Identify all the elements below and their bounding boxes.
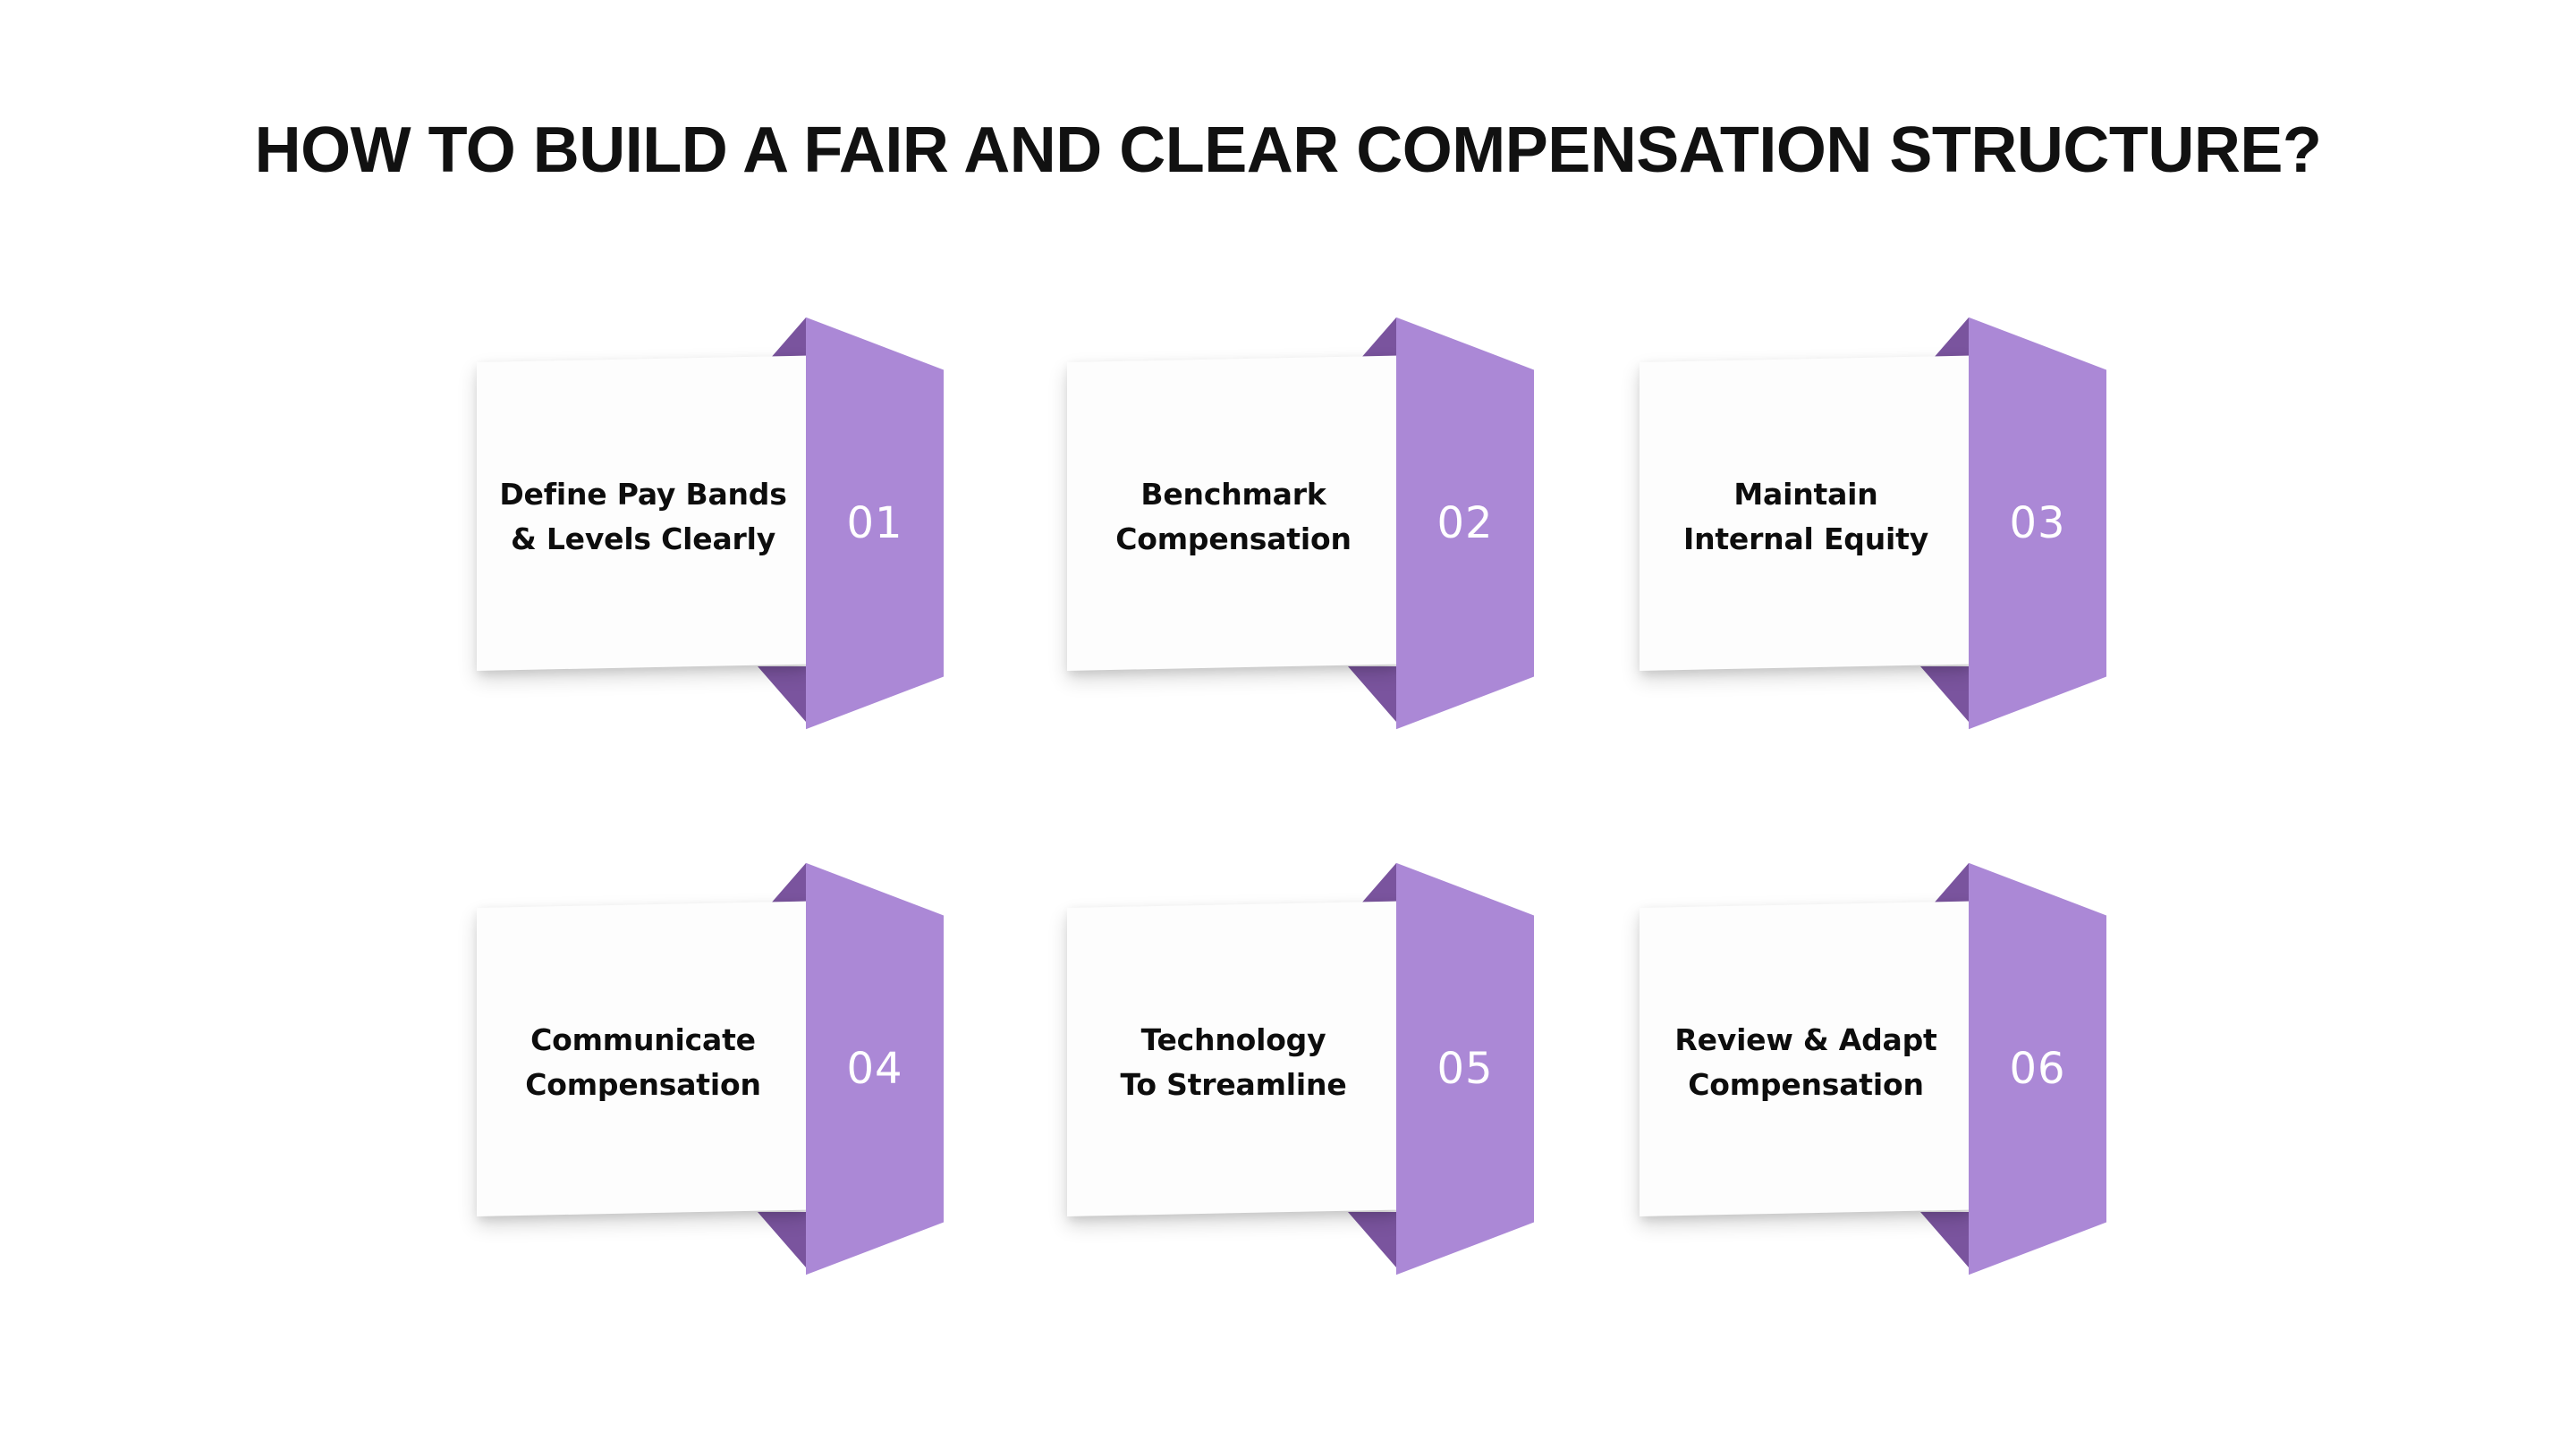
step-number-ribbon[interactable]: 01 [806, 317, 944, 730]
card-label: Benchmark Compensation [1115, 476, 1352, 556]
card-label: Review & Adapt Compensation [1674, 1021, 1937, 1102]
step-number: 02 [1436, 498, 1494, 548]
card-panel: Maintain Internal Equity [1640, 355, 1972, 671]
step-number-ribbon[interactable]: 06 [1969, 862, 2106, 1275]
step-number-ribbon[interactable]: 05 [1396, 862, 1534, 1275]
step-card[interactable]: Review & Adapt Compensation 06 [1628, 859, 2129, 1279]
step-card[interactable]: Define Pay Bands & Levels Clearly 01 [465, 313, 966, 733]
card-panel: Define Pay Bands & Levels Clearly [477, 355, 809, 671]
card-label: Maintain Internal Equity [1682, 476, 1929, 556]
card-label: Communicate Compensation [525, 1021, 761, 1102]
ribbon-fold-bottom-icon [758, 666, 806, 722]
ribbon-fold-bottom-icon [758, 1212, 806, 1267]
ribbon-fold-bottom-icon [1920, 666, 1969, 722]
step-number-ribbon[interactable]: 03 [1969, 317, 2106, 730]
step-number: 05 [1436, 1044, 1494, 1094]
card-label: Technology To Streamline [1120, 1021, 1347, 1102]
ribbon-fold-bottom-icon [1348, 1212, 1396, 1267]
ribbon-fold-bottom-icon [1920, 1212, 1969, 1267]
ribbon-fold-bottom-icon [1348, 666, 1396, 722]
step-number: 03 [2009, 498, 2066, 548]
card-panel: Communicate Compensation [477, 901, 809, 1216]
card-label: Define Pay Bands & Levels Clearly [499, 476, 787, 556]
step-number: 06 [2009, 1044, 2066, 1094]
step-number: 01 [846, 498, 903, 548]
step-card[interactable]: Technology To Streamline 05 [1055, 859, 1556, 1279]
step-card[interactable]: Communicate Compensation 04 [465, 859, 966, 1279]
step-card[interactable]: Maintain Internal Equity 03 [1628, 313, 2129, 733]
card-panel: Benchmark Compensation [1067, 355, 1400, 671]
page-title: HOW TO BUILD A FAIR AND CLEAR COMPENSATI… [254, 114, 2322, 186]
step-number-ribbon[interactable]: 02 [1396, 317, 1534, 730]
card-panel: Technology To Streamline [1067, 901, 1400, 1216]
card-panel: Review & Adapt Compensation [1640, 901, 1972, 1216]
step-number-ribbon[interactable]: 04 [806, 862, 944, 1275]
step-card[interactable]: Benchmark Compensation 02 [1055, 313, 1556, 733]
step-number: 04 [846, 1044, 903, 1094]
